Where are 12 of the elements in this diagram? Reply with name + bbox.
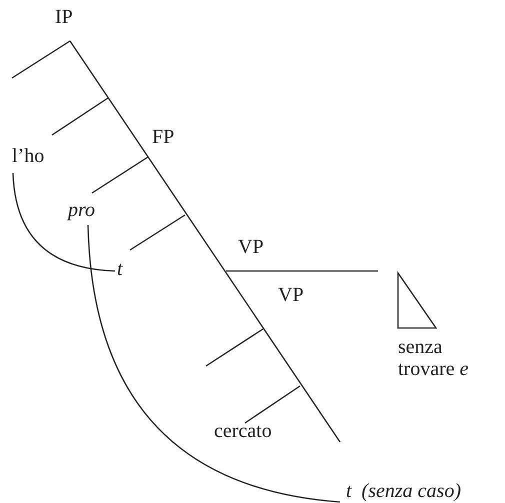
word-label: cercato — [214, 420, 272, 442]
node-label: FP — [152, 126, 174, 148]
movement-arc — [12, 172, 116, 272]
node-label: IP — [55, 6, 73, 28]
node-label: VP — [238, 236, 264, 258]
trace-label: l’ho — [12, 145, 44, 167]
trace-label: t — [117, 258, 123, 280]
movement-arc — [87, 224, 340, 503]
trace-label: t (senza caso) — [346, 480, 461, 502]
trace-label: pro — [68, 199, 96, 221]
phrase-label: senza trovare e — [398, 336, 470, 380]
node-label: VP — [278, 284, 304, 306]
